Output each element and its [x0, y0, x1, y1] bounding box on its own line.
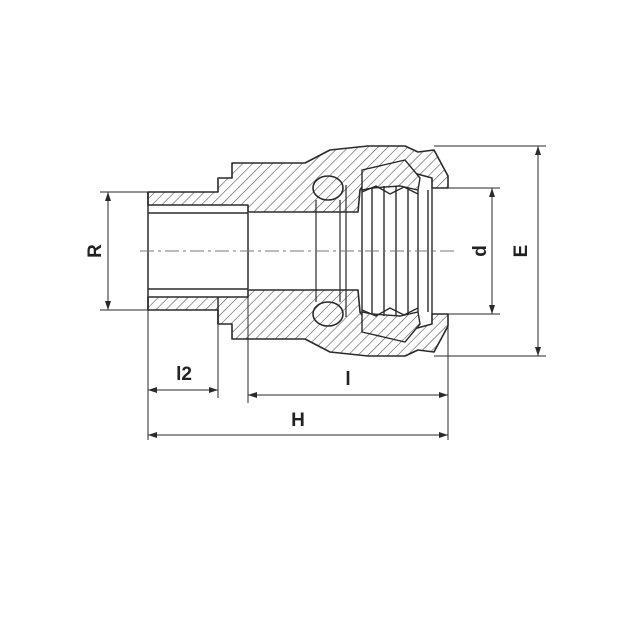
dimension-l	[247, 290, 449, 440]
dimension-d	[448, 187, 500, 315]
body-wall-top	[147, 145, 449, 213]
collet-top	[361, 159, 421, 191]
dimension-R-label: R	[85, 244, 106, 258]
o-ring-bottom	[312, 301, 344, 327]
dimension-R	[100, 191, 148, 311]
dimension-H-label: H	[291, 410, 305, 431]
dimension-H	[148, 432, 448, 438]
dimension-l2	[147, 310, 219, 440]
dimension-l2-label: l2	[176, 364, 192, 385]
collet-bottom	[361, 311, 421, 343]
dimension-E-label: E	[511, 245, 532, 258]
o-ring-top	[312, 175, 344, 201]
dimension-d-label: d	[470, 245, 491, 257]
dimension-E	[434, 145, 546, 357]
dimension-l-label: l	[345, 369, 350, 390]
